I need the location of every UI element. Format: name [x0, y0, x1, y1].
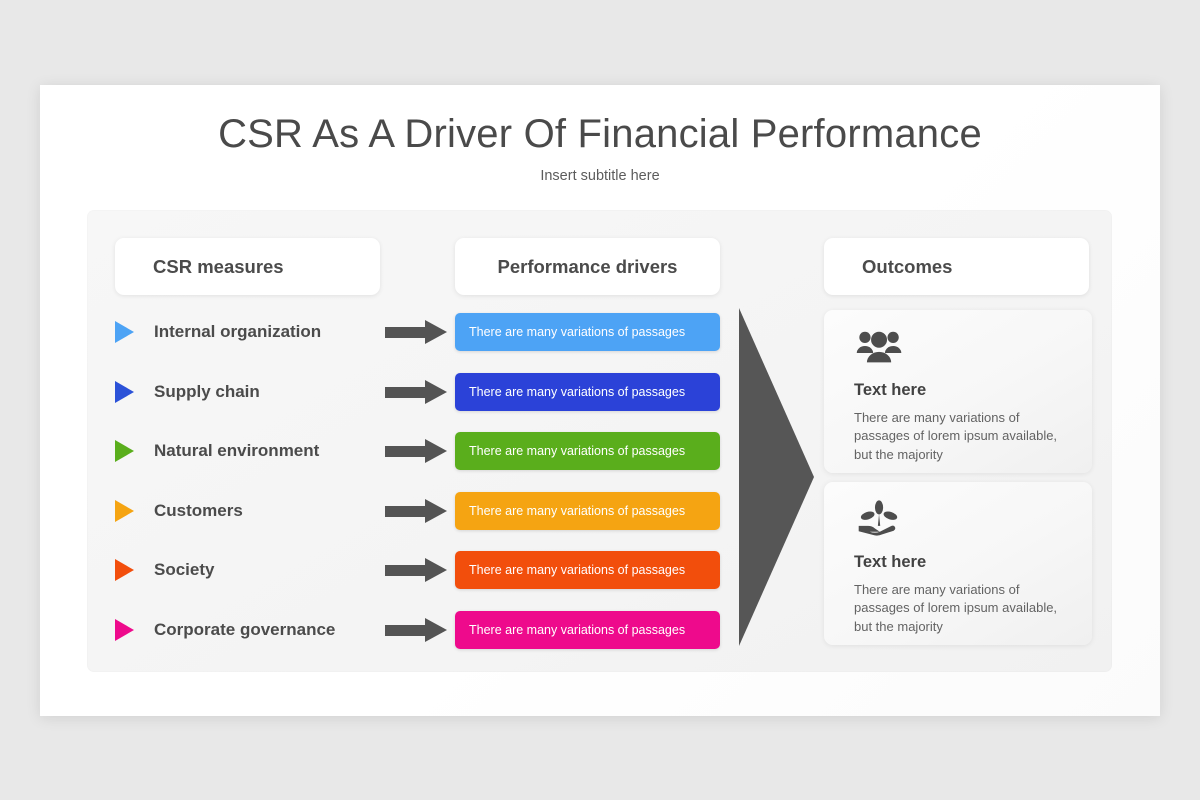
column-header-label: Outcomes: [862, 255, 953, 277]
arrow-shaft: [385, 505, 427, 517]
measure-row[interactable]: Supply chain: [115, 377, 420, 407]
connector-arrow-icon: [385, 439, 447, 464]
driver-pill[interactable]: There are many variations of passages: [455, 432, 720, 471]
outcome-card-title: Text here: [854, 553, 927, 571]
large-right-arrow-icon: [739, 308, 814, 646]
column-header-performance-drivers[interactable]: Performance drivers: [455, 238, 720, 295]
driver-pill[interactable]: There are many variations of passages: [455, 372, 720, 411]
measure-row[interactable]: Internal organization: [115, 317, 420, 347]
page-subtitle: Insert subtitle here: [540, 168, 660, 184]
outcome-card[interactable]: Text here There are many variations of p…: [824, 482, 1092, 645]
measure-label: Internal organization: [154, 322, 322, 341]
driver-pill-label: There are many variations of passages: [469, 503, 686, 518]
measure-bullet-triangle-icon: [115, 321, 134, 343]
slide-canvas: CSR As A Driver Of Financial Performance…: [40, 85, 1160, 716]
arrow-head: [425, 320, 447, 344]
column-header-label: Performance drivers: [497, 255, 678, 277]
column-header-csr-measures[interactable]: CSR measures: [115, 238, 380, 295]
outcome-card-body: There are many variations of passages of…: [854, 582, 1058, 634]
people-group-icon: [856, 331, 902, 363]
arrow-head: [425, 498, 447, 523]
measure-row[interactable]: Natural environment: [115, 436, 420, 466]
connector-arrow-icon: [385, 618, 447, 642]
measure-label: Customers: [154, 500, 243, 520]
measure-bullet-triangle-icon: [115, 619, 134, 641]
measure-row[interactable]: Society: [115, 555, 420, 585]
outcome-card[interactable]: Text here There are many variations of p…: [824, 310, 1092, 473]
measure-bullet-triangle-icon: [115, 499, 134, 522]
measure-row[interactable]: Customers: [115, 496, 420, 526]
arrow-shaft: [385, 565, 427, 577]
outcome-card-body: There are many variations of passages of…: [854, 410, 1058, 462]
measure-bullet-triangle-icon: [115, 440, 134, 463]
arrow-shaft: [385, 327, 427, 338]
driver-pill-label: There are many variations of passages: [469, 325, 686, 339]
outcome-card-title: Text here: [854, 381, 927, 399]
connector-arrow-icon: [385, 320, 447, 344]
connector-arrow-icon: [385, 498, 447, 523]
hand-plant-icon: [858, 500, 898, 536]
diagram-panel: CSR measures Performance drivers Outcome…: [87, 210, 1112, 672]
arrow-head: [425, 379, 447, 404]
driver-pill[interactable]: There are many variations of passages: [455, 611, 720, 649]
driver-pill[interactable]: There are many variations of passages: [455, 491, 720, 530]
arrow-shaft: [385, 625, 427, 636]
measure-label: Supply chain: [154, 381, 260, 401]
column-header-outcomes[interactable]: Outcomes: [824, 238, 1089, 295]
measure-row[interactable]: Corporate governance: [115, 615, 420, 645]
driver-pill-label: There are many variations of passages: [469, 623, 686, 637]
measure-label: Corporate governance: [154, 620, 336, 639]
measure-bullet-triangle-icon: [115, 559, 134, 582]
column-header-label: CSR measures: [153, 255, 284, 277]
arrow-head: [425, 558, 447, 583]
page-title: CSR As A Driver Of Financial Performance: [218, 112, 982, 156]
arrow-head: [425, 439, 447, 464]
driver-pill-label: There are many variations of passages: [469, 384, 686, 399]
measure-bullet-triangle-icon: [115, 380, 134, 403]
driver-pill-label: There are many variations of passages: [469, 444, 686, 459]
arrow-head: [425, 618, 447, 642]
connector-arrow-icon: [385, 558, 447, 583]
driver-pill-label: There are many variations of passages: [469, 563, 686, 578]
measure-label: Natural environment: [154, 441, 320, 461]
arrow-shaft: [385, 386, 427, 398]
driver-pill[interactable]: There are many variations of passages: [455, 313, 720, 351]
arrow-shaft: [385, 446, 427, 458]
measure-label: Society: [154, 560, 215, 580]
connector-arrow-icon: [385, 379, 447, 404]
driver-pill[interactable]: There are many variations of passages: [455, 551, 720, 590]
